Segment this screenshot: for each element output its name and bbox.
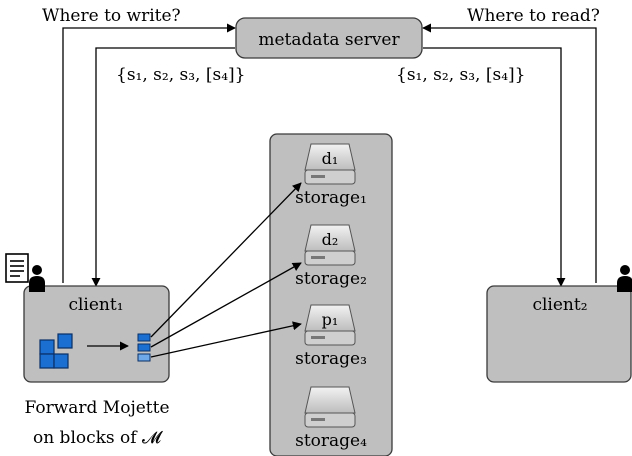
disk-label-d2: d₂	[322, 230, 339, 249]
write-response-line	[91, 47, 235, 287]
data-blocks-icon	[39, 333, 73, 369]
projection-blocks-icon	[137, 333, 151, 362]
disk-icon	[304, 304, 356, 346]
disk-icon	[304, 224, 356, 266]
storage-node-2: d₂ storage₂	[295, 224, 367, 289]
arrow-to-storage-2	[150, 262, 302, 348]
caption-line-1: Forward Mojette	[24, 398, 169, 418]
user-icon	[617, 265, 632, 292]
write-request-line	[62, 23, 236, 283]
document-icon	[5, 253, 29, 283]
read-response-line	[423, 47, 566, 287]
arrow-to-storage-3	[150, 321, 302, 358]
storage-name-2: storage₂	[295, 269, 367, 289]
disk-icon	[304, 143, 356, 185]
metadata-server-label: metadata server	[258, 30, 400, 50]
storage-node-3: p₁ storage₃	[295, 304, 367, 369]
storage-set-left-label: {s₁, s₂, s₃, [s₄]}	[116, 65, 245, 85]
storage-node-4: storage₄	[295, 386, 367, 451]
connection-lines	[62, 23, 597, 287]
storage-node-1: d₁ storage₁	[295, 143, 367, 208]
metadata-server-box	[235, 17, 423, 59]
storage-name-4: storage₄	[295, 431, 367, 451]
client-2-label: client₂	[532, 295, 587, 315]
storage-panel	[269, 133, 393, 456]
disk-label-d1: d₁	[322, 149, 339, 168]
client-2: client₂	[486, 285, 632, 383]
storage-name-3: storage₃	[295, 349, 367, 369]
user-icon	[29, 265, 45, 292]
storage-set-right-label: {s₁, s₂, s₃, [s₄]}	[396, 65, 525, 85]
where-to-write-label: Where to write?	[42, 6, 181, 26]
distribution-arrows	[150, 182, 302, 358]
where-to-read-label: Where to read?	[467, 6, 600, 26]
arrow-to-storage-1	[150, 182, 302, 338]
client-2-box	[486, 285, 632, 383]
disk-icon	[304, 386, 356, 428]
metadata-server: metadata server	[235, 17, 423, 59]
caption-line-2: on blocks of 𝓜	[33, 428, 163, 448]
client-1-label: client₁	[68, 295, 123, 315]
client-1: client₁	[23, 285, 170, 383]
read-request-line	[422, 23, 597, 283]
disk-label-p1: p₁	[322, 310, 339, 329]
storage-name-1: storage₁	[295, 188, 367, 208]
